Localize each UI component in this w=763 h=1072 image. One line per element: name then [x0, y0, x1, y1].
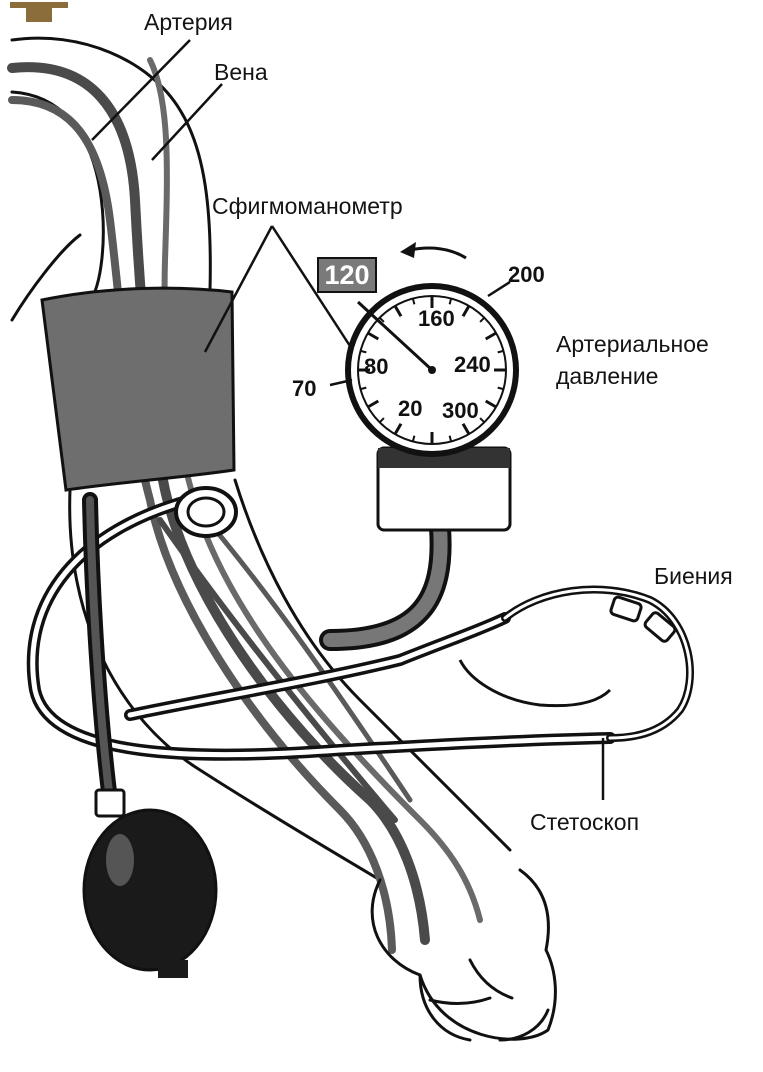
upper-arm — [12, 38, 210, 320]
scale-label-80: 80 — [364, 354, 388, 379]
corner-mark — [10, 2, 68, 22]
scale-label-200: 200 — [508, 262, 545, 287]
label-vein: Вена — [214, 59, 268, 85]
scale-label-20: 20 — [398, 396, 422, 421]
label-artery: Артерия — [144, 9, 233, 35]
scale-label-300: 300 — [442, 398, 479, 423]
scale-label-70: 70 — [292, 376, 316, 401]
stethoscope-chestpiece — [176, 488, 236, 536]
label-blood-pressure-line2: давление — [556, 363, 658, 389]
scale-label-160: 160 — [418, 306, 455, 331]
hand — [372, 870, 555, 1040]
blood-pressure-cuff — [42, 288, 234, 490]
gauge-tube — [330, 528, 441, 640]
label-stethoscope: Стетоскоп — [530, 809, 639, 835]
rotation-arrow-icon — [400, 242, 466, 258]
label-sphygmomanometer: Сфигмоманометр — [212, 193, 403, 219]
scale-label-240: 240 — [454, 352, 491, 377]
label-blood-pressure-line1: Артериальное — [556, 331, 709, 357]
stethoscope-earpieces — [505, 590, 690, 738]
label-beats: Биения — [654, 563, 733, 589]
reading-value: 120 — [324, 260, 369, 290]
